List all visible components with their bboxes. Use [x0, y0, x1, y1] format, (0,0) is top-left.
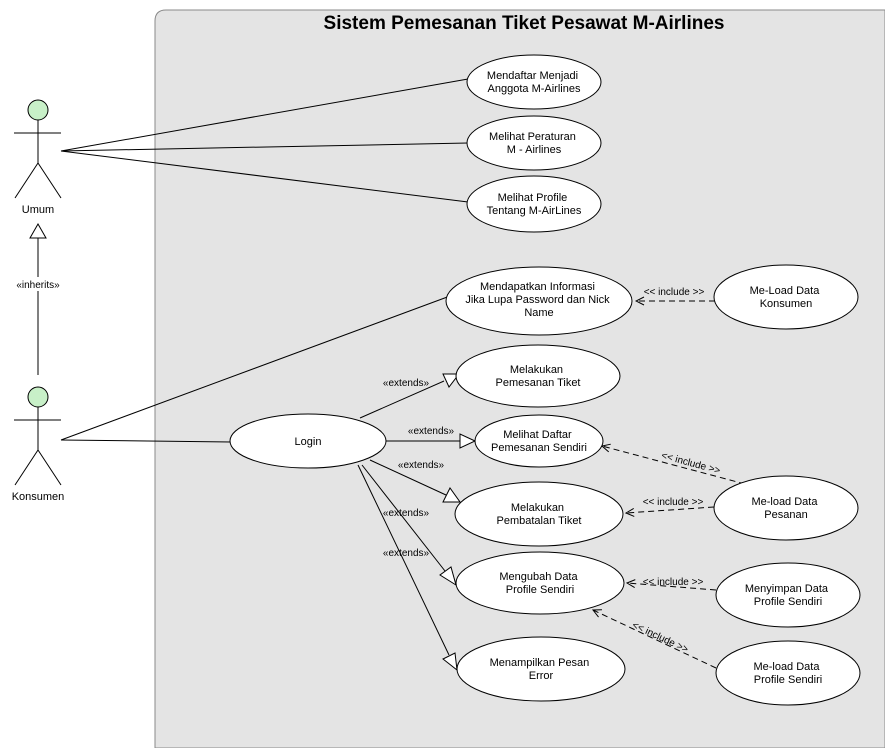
usecase-load-pesanan: Me-load Data Pesanan — [713, 475, 859, 541]
extends-label: «extends» — [383, 508, 430, 519]
association-line — [60, 295, 451, 441]
actor-umum-label: Umum — [22, 204, 54, 216]
usecase-menyimpan: Menyimpan Data Profile Sendiri — [715, 562, 861, 628]
svg-text:Me-Load Data Konsumen: Me-Load Data Konsumen — [750, 285, 823, 310]
svg-text:Melakukan Pembatalan T: Melakukan Pembatalan Tiket — [497, 502, 582, 527]
svg-text:Mengubah Data Profile: Mengubah Data Profile Sendiri — [499, 571, 580, 596]
svg-text:Login: Login — [295, 436, 322, 448]
usecase-profile-airlines: Melihat Profile Tentang M-AirLines — [466, 175, 602, 233]
actor-konsumen: Konsumen — [12, 386, 65, 503]
inherits-label: «inherits» — [16, 280, 60, 291]
association-line — [60, 150, 469, 203]
use-cases: Mendaftar Menjadi Anggota M-Airlines Mel… — [229, 54, 861, 706]
association-line — [60, 78, 469, 152]
association-line — [60, 439, 232, 443]
usecase-load-konsumen: Me-Load Data Konsumen — [713, 264, 859, 330]
extends-label: «extends» — [408, 426, 455, 437]
extends-label: «extends» — [398, 460, 445, 471]
usecase-pemesanan: Melakukan Pemesanan Tiket — [455, 344, 621, 408]
svg-text:Melakukan Pemesanan Ti: Melakukan Pemesanan Tiket — [496, 364, 581, 389]
generalization: «inherits» — [8, 222, 68, 375]
svg-text:Me-load Data Profile S: Me-load Data Profile Sendiri — [753, 661, 822, 686]
associations — [60, 78, 469, 443]
usecase-mendaftar: Mendaftar Menjadi Anggota M-Airlines — [466, 54, 602, 110]
svg-text:Mendaftar Menjadi Angg: Mendaftar Menjadi Anggota M-Airlines — [487, 70, 581, 95]
usecase-error: Menampilkan Pesan Error — [456, 636, 626, 702]
svg-text:Mendapatkan Informasi: Mendapatkan Informasi Jika Lupa Password… — [465, 281, 612, 319]
system-title: Sistem Pemesanan Tiket Pesawat M-Airline… — [324, 13, 725, 34]
svg-text:Menyimpan Data Profile: Menyimpan Data Profile Sendiri — [745, 583, 831, 608]
extends-label: «extends» — [383, 378, 430, 389]
usecase-daftar-pemesanan: Melihat Daftar Pemesanan Sendiri — [474, 414, 604, 468]
actor-head-icon — [27, 386, 49, 408]
svg-text:Me-load Data Pesanan: Me-load Data Pesanan — [751, 496, 820, 521]
usecase-pembatalan: Melakukan Pembatalan Tiket — [454, 481, 624, 547]
svg-text:Menampilkan Pesan Erro: Menampilkan Pesan Error — [490, 657, 593, 682]
svg-text:Melihat Profile Tentan: Melihat Profile Tentang M-AirLines — [487, 192, 582, 217]
extends-label: «extends» — [383, 548, 430, 559]
actor-head-icon — [27, 99, 49, 121]
include-relations — [593, 301, 746, 669]
include-label: << include >> — [644, 287, 705, 298]
usecase-mengubah: Mengubah Data Profile Sendiri — [455, 551, 625, 615]
association-line — [60, 142, 469, 152]
usecase-load-profile: Me-load Data Profile Sendiri — [715, 640, 861, 706]
svg-text:Melihat Daftar Pemesan: Melihat Daftar Pemesanan Sendiri — [491, 429, 587, 454]
extends-relations — [357, 373, 477, 672]
usecase-peraturan: Melihat Peraturan M - Airlines — [466, 115, 602, 171]
actor-umum: Umum — [14, 99, 62, 216]
actor-konsumen-label: Konsumen — [12, 491, 65, 503]
include-label: << include >> — [643, 497, 704, 508]
usecase-login: Login — [229, 413, 387, 469]
include-label: << include >> — [643, 577, 704, 588]
svg-text:Melihat Peraturan M -: Melihat Peraturan M - Airlines — [489, 131, 579, 156]
usecase-informasi: Mendapatkan Informasi Jika Lupa Password… — [445, 266, 633, 336]
